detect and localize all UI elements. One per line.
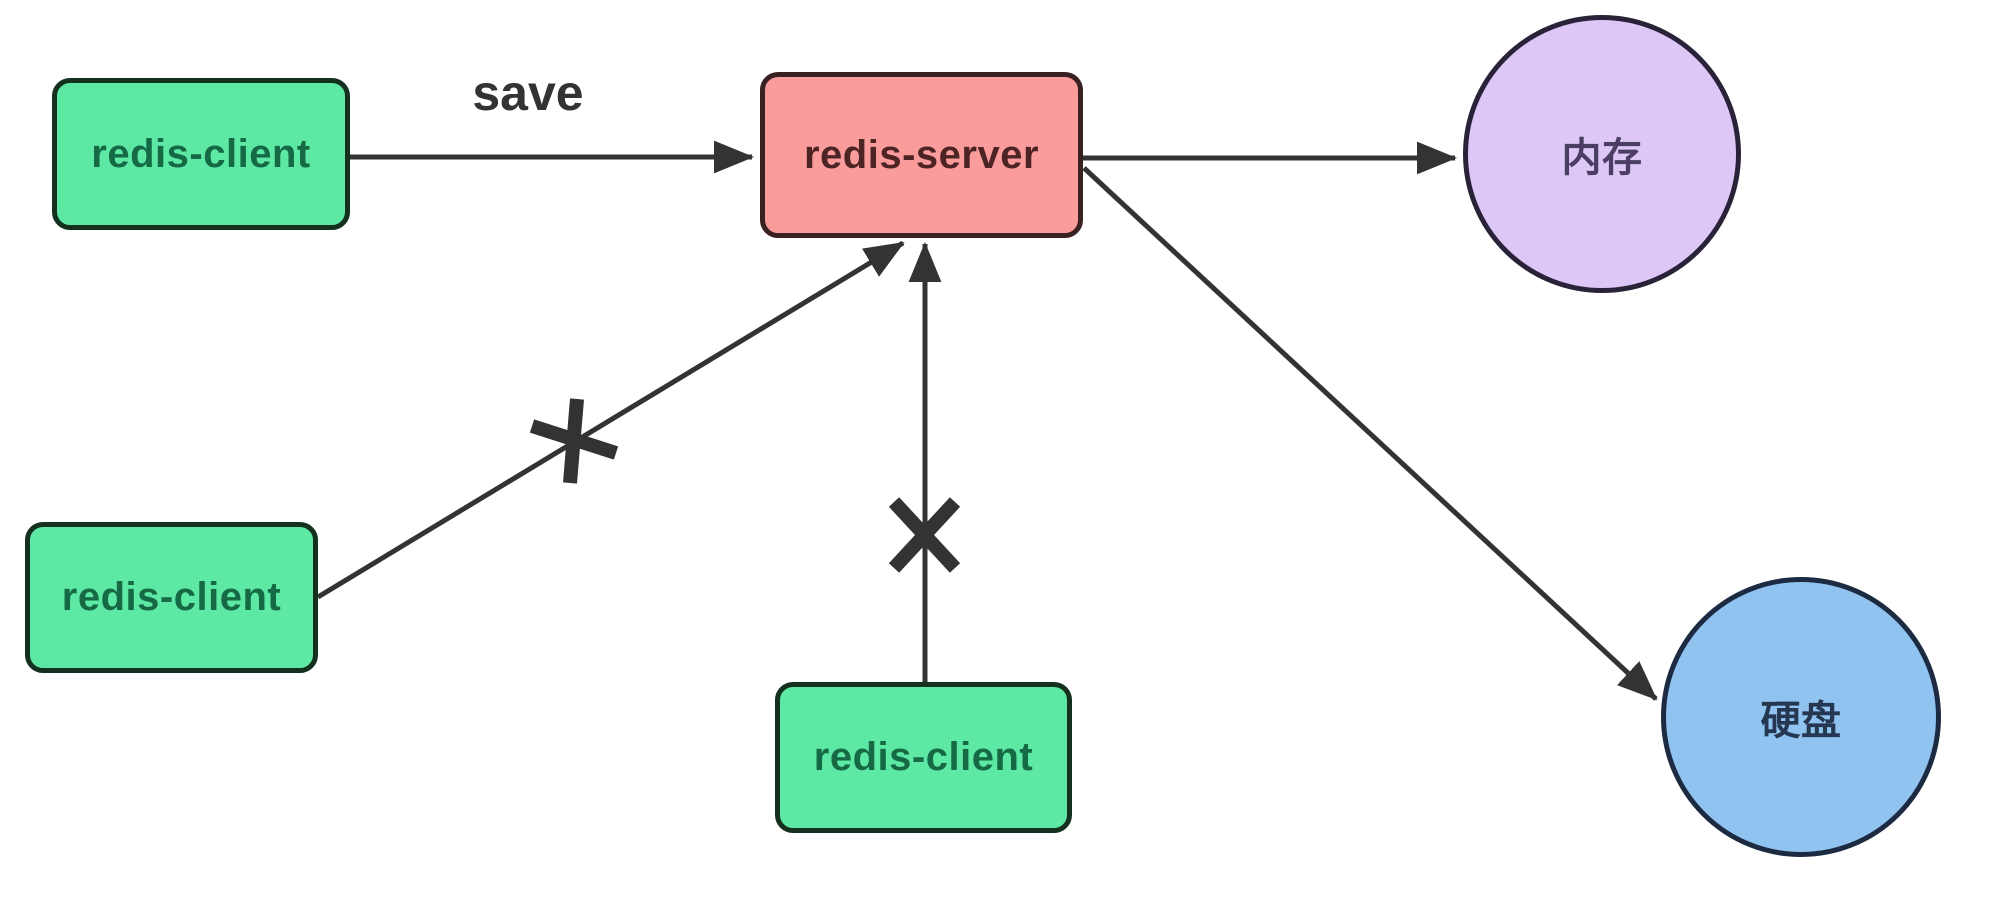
node-redis-client-top: redis-client xyxy=(52,78,350,230)
edge-server-to-disk xyxy=(1082,166,1658,701)
node-redis-server: redis-server xyxy=(760,72,1083,238)
node-label: redis-client xyxy=(91,131,311,176)
edge-client-left-to-server xyxy=(316,240,905,600)
node-label: redis-client xyxy=(813,735,1034,779)
blocked-x-icon xyxy=(529,398,619,484)
blocked-x-icon xyxy=(888,497,961,573)
node-label: 内存 xyxy=(1561,136,1643,180)
node-label: 硬盘 xyxy=(1760,699,1842,743)
node-disk-circle: 硬盘 xyxy=(1661,577,1941,857)
node-redis-client-left: redis-client xyxy=(25,522,318,673)
edge-label-save: save xyxy=(472,65,584,121)
node-label: redis-client xyxy=(61,575,282,619)
node-memory-circle: 内存 xyxy=(1463,15,1741,293)
node-redis-client-bottom: redis-client xyxy=(775,682,1072,833)
node-label: redis-server xyxy=(803,132,1040,177)
